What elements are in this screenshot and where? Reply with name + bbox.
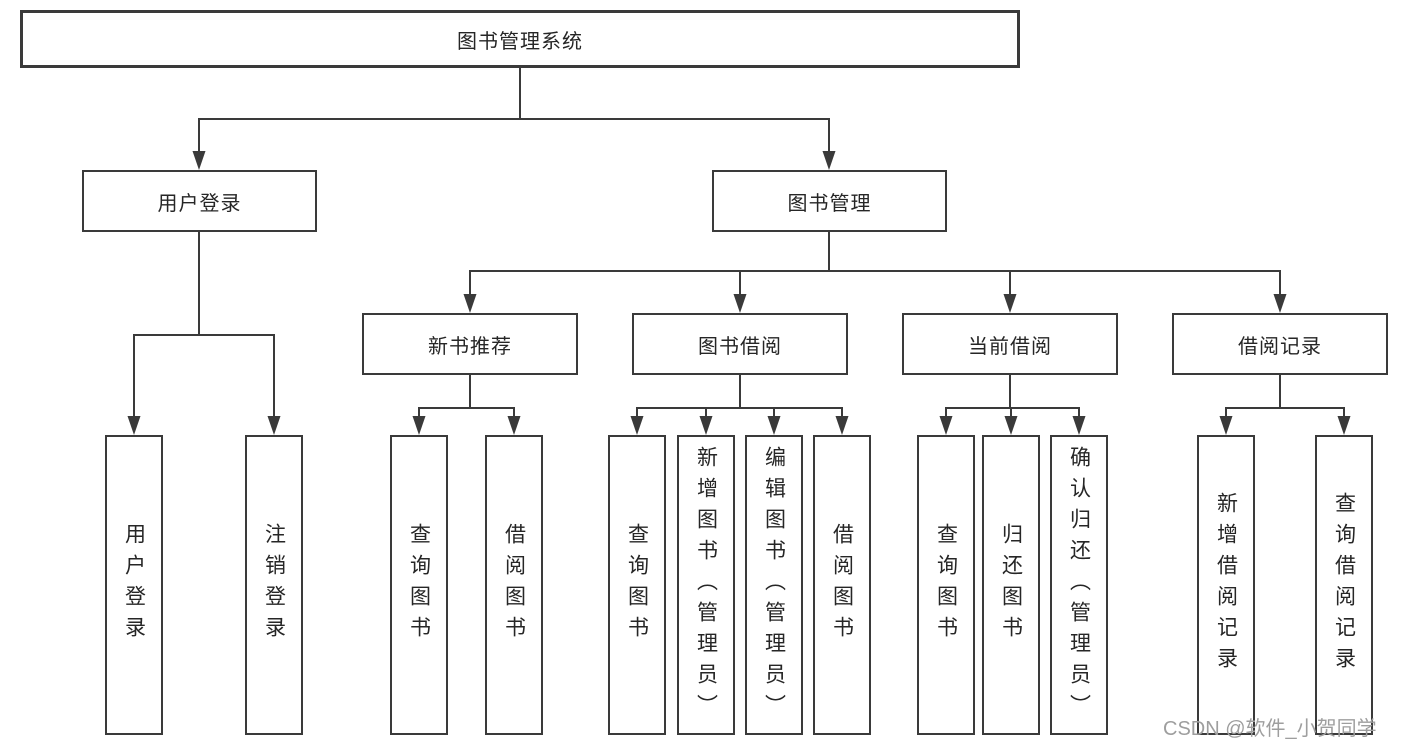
- csdn-watermark: CSDN @软件_小贺同学: [1163, 718, 1377, 740]
- leaf-return-books: 归还图书: [982, 435, 1040, 735]
- node-book-management-branch: 图书管理: [712, 170, 947, 232]
- leaf-label: 注销登录: [262, 523, 286, 647]
- leaf-label: 借阅图书: [830, 523, 854, 647]
- connector-current-to-leaves: [945, 375, 1080, 421]
- leaf-label: 新增借阅记录: [1214, 492, 1238, 678]
- leaf-logout: 注销登录: [245, 435, 303, 735]
- leaf-label: 查询图书: [934, 523, 958, 647]
- leaf-query-borrow-record: 查询借阅记录: [1315, 435, 1373, 735]
- node-book-borrowing: 图书借阅: [632, 313, 848, 375]
- leaf-add-borrow-record: 新增借阅记录: [1197, 435, 1255, 735]
- node-current-borrowing: 当前借阅: [902, 313, 1118, 375]
- leaf-add-books-admin: 新增图书（管理员）: [677, 435, 735, 735]
- leaf-label: 查询图书: [407, 523, 431, 647]
- connector-userlogin-to-leaves: [133, 232, 275, 421]
- leaf-borrow-books: 借阅图书: [813, 435, 871, 735]
- leaf-user-login: 用户登录: [105, 435, 163, 735]
- node-label: 用户登录: [157, 192, 242, 215]
- connector-newbooks-to-leaves: [418, 375, 515, 421]
- leaf-label: 新增图书（管理员）: [694, 445, 718, 725]
- node-label: 图书管理系统: [457, 30, 583, 53]
- leaf-query-books-recommend: 查询图书: [390, 435, 448, 735]
- leaf-label: 归还图书: [999, 523, 1023, 647]
- connector-root-to-level2: [198, 68, 830, 156]
- node-library-management-system: 图书管理系统: [20, 10, 1020, 68]
- node-label: 图书借阅: [698, 335, 782, 358]
- leaf-label: 查询图书: [625, 523, 649, 647]
- leaf-label: 借阅图书: [502, 523, 526, 647]
- leaf-label: 查询借阅记录: [1332, 492, 1356, 678]
- leaf-query-books-borrow: 查询图书: [608, 435, 666, 735]
- leaf-edit-books-admin: 编辑图书（管理员）: [745, 435, 803, 735]
- node-label: 当前借阅: [968, 335, 1052, 358]
- leaf-label: 确认归还（管理员）: [1067, 445, 1091, 725]
- node-label: 图书管理: [787, 192, 872, 215]
- leaf-label: 用户登录: [122, 523, 146, 647]
- leaf-label: 编辑图书（管理员）: [762, 445, 786, 725]
- connector-borrow-to-leaves: [636, 375, 843, 421]
- leaf-confirm-return-admin: 确认归还（管理员）: [1050, 435, 1108, 735]
- node-borrowing-records: 借阅记录: [1172, 313, 1388, 375]
- node-label: 新书推荐: [428, 335, 512, 358]
- arrowheads: [127, 151, 1351, 435]
- leaf-borrow-books-recommend: 借阅图书: [485, 435, 543, 735]
- node-new-book-recommendation: 新书推荐: [362, 313, 578, 375]
- node-label: 借阅记录: [1238, 335, 1322, 358]
- connector-records-to-leaves: [1225, 375, 1345, 421]
- connector-bookmgmt-to-level3: [469, 232, 1281, 300]
- node-user-login-branch: 用户登录: [82, 170, 317, 232]
- leaf-query-books-current: 查询图书: [917, 435, 975, 735]
